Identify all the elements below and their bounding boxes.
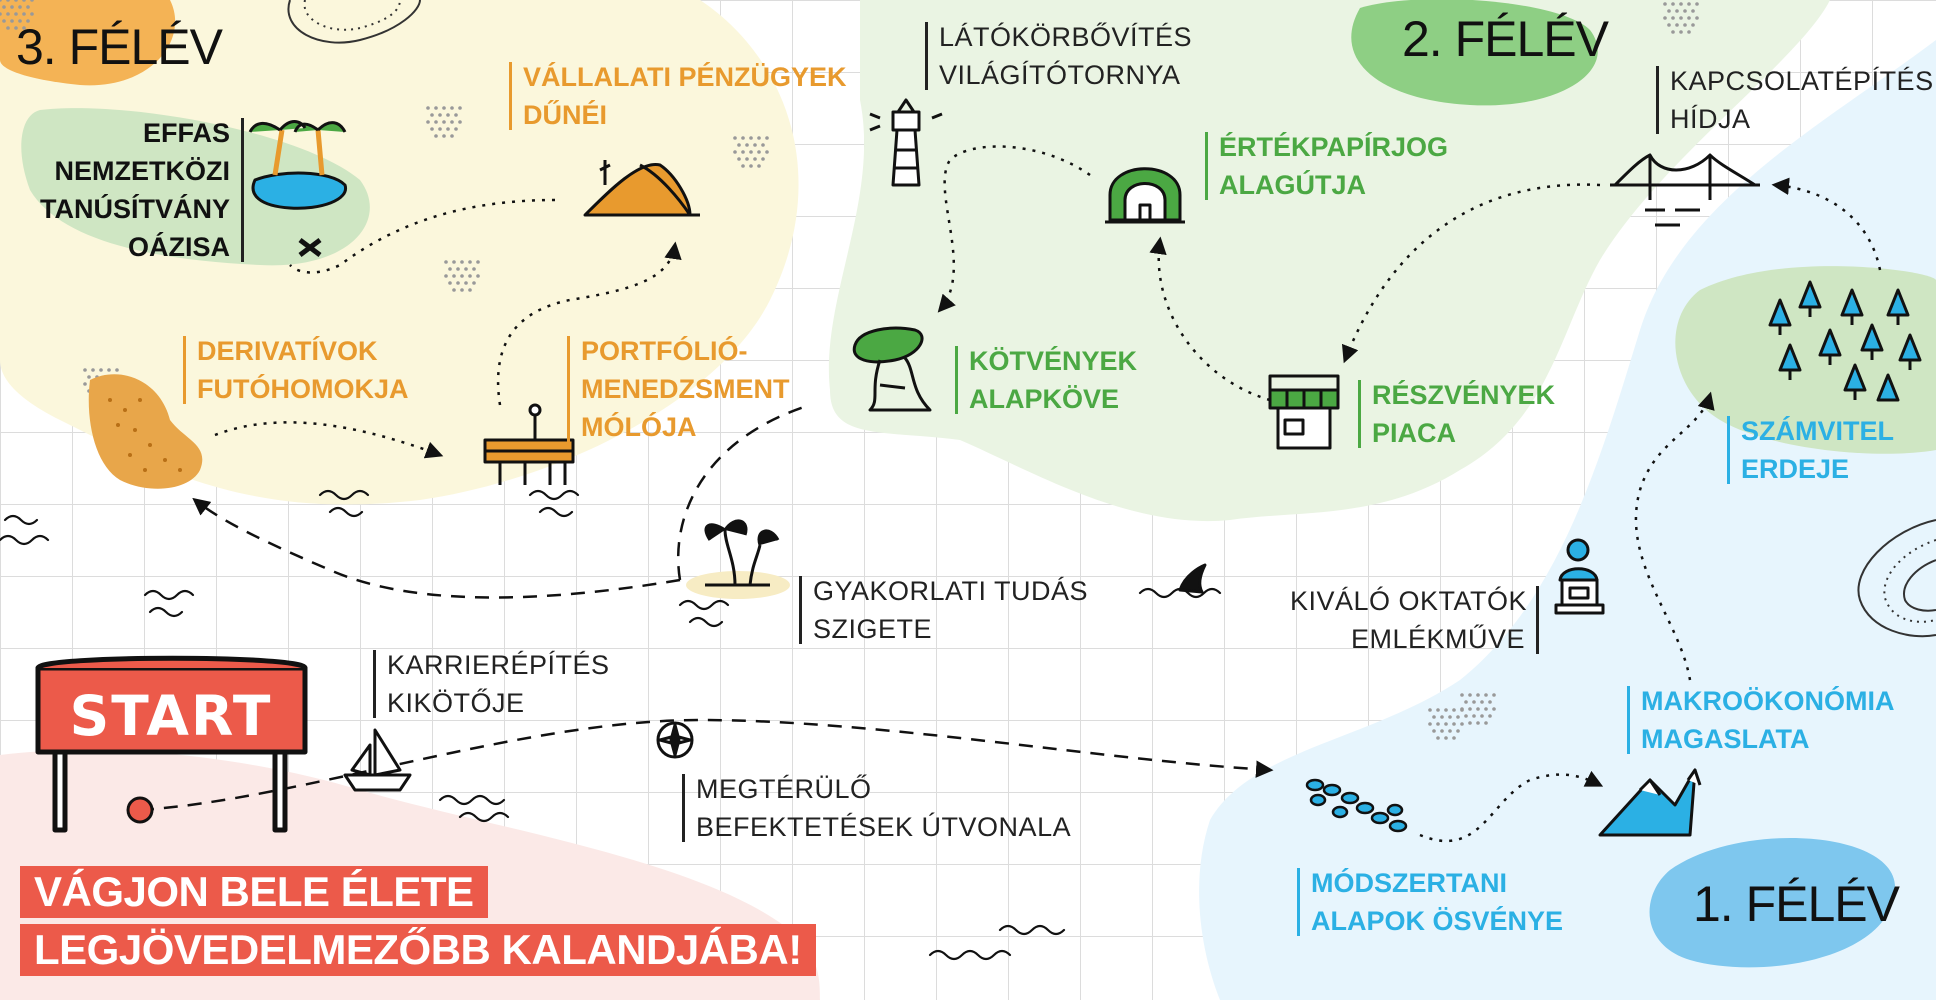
mountain-icon (1598, 768, 1702, 837)
dune-icon (583, 160, 700, 217)
semester-title-second: 2. FÉLÉV (1402, 11, 1609, 67)
start-sign-text: START (70, 684, 273, 748)
tunnel-icon (1105, 167, 1185, 224)
slogan-line-2: LEGJÖVEDELMEZŐBB KALANDJÁBA! (20, 924, 816, 976)
forest-to-bridge-path (1771, 177, 1882, 271)
pier-icon (483, 403, 575, 485)
blob-second (1351, 0, 1598, 106)
stepping-stones-icon (1305, 778, 1408, 833)
path-to-mountain (1419, 770, 1604, 843)
sailboat-icon (343, 728, 412, 792)
quicksand-icon (88, 374, 203, 489)
semester-title-third: 3. FÉLÉV (16, 19, 223, 75)
dunes-to-oasis-path (289, 198, 556, 274)
bridge-to-market-path (1341, 183, 1601, 364)
halftone-patches (0, 0, 1699, 740)
compass-icon (656, 721, 694, 759)
forest-area (1675, 266, 1936, 454)
forest-icon (1768, 280, 1922, 402)
oasis-area (21, 108, 370, 266)
region-second-semester (828, 0, 1830, 522)
semester-title-first: 1. FÉLÉV (1693, 876, 1900, 932)
lighthouse-icon (869, 98, 943, 187)
topo-lines (287, 0, 1936, 638)
island-to-bonds-path (676, 403, 811, 581)
island-to-derivatives-path (192, 497, 681, 599)
main-route-path (139, 718, 1274, 812)
palm-island-icon (704, 519, 780, 587)
quicksand-dots (108, 398, 182, 472)
tree-rock-icon (852, 326, 932, 412)
bust-statue-icon (1554, 538, 1605, 615)
blob-first (1649, 837, 1896, 968)
slogan-line-1: VÁGJON BELE ÉLETE (20, 866, 488, 918)
start-sign-icon (35, 655, 308, 833)
blob-third (0, 0, 176, 86)
shark-fin-icon (1178, 563, 1207, 594)
oasis-palm-icon (248, 120, 347, 257)
market-stall-icon (1268, 374, 1340, 450)
bridge-icon (1610, 153, 1760, 227)
start-point-icon (126, 796, 154, 824)
